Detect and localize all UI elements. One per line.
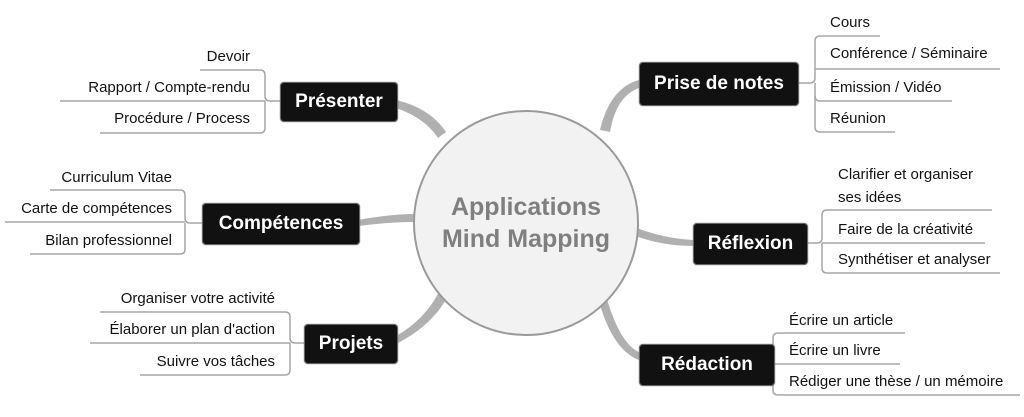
- leaf-suivre[interactable]: Suivre vos tâches: [156, 353, 275, 370]
- leaf-rapport[interactable]: Rapport / Compte-rendu: [88, 79, 250, 96]
- leaf-emission[interactable]: Émission / Vidéo: [830, 79, 942, 96]
- link-redaction: [598, 296, 639, 360]
- link-competences: [358, 214, 415, 226]
- leaf-devoir[interactable]: Devoir: [206, 48, 250, 65]
- central-topic[interactable]: Applications Mind Mapping: [413, 110, 639, 336]
- leaf-article[interactable]: Écrire un article: [789, 312, 894, 329]
- link-projets: [396, 290, 448, 344]
- link-presenter: [396, 100, 446, 138]
- link-prise-de-notes: [600, 80, 639, 132]
- node-prise-de-notes[interactable]: Prise de notes: [639, 62, 799, 106]
- leaf-these[interactable]: Rédiger une thèse / un mémoire: [789, 373, 1004, 390]
- node-competences[interactable]: Compétences: [202, 203, 360, 245]
- leaf-elaborer[interactable]: Élaborer un plan d'action: [109, 321, 275, 338]
- node-projets[interactable]: Projets: [304, 324, 398, 364]
- leaf-synthetiser[interactable]: Synthétiser et analyser: [838, 251, 991, 268]
- leaf-procedure[interactable]: Procédure / Process: [114, 110, 250, 127]
- leaf-bilan[interactable]: Bilan professionnel: [45, 232, 172, 249]
- leaf-creativite[interactable]: Faire de la créativité: [838, 221, 974, 238]
- leaf-reunion[interactable]: Réunion: [830, 110, 886, 127]
- central-topic-line1: Applications: [450, 193, 601, 221]
- leaf-organiser[interactable]: Organiser votre activité: [120, 290, 275, 307]
- node-redaction[interactable]: Rédaction: [639, 344, 775, 386]
- leaf-livre[interactable]: Écrire un livre: [789, 342, 881, 359]
- central-topic-line2: Mind Mapping: [441, 225, 611, 253]
- node-reflexion[interactable]: Réflexion: [693, 223, 808, 265]
- link-reflexion: [630, 226, 693, 246]
- leaf-clarifier-line2[interactable]: ses idées: [838, 189, 902, 206]
- leaf-conference[interactable]: Conférence / Séminaire: [830, 45, 988, 62]
- leaf-clarifier-line1[interactable]: Clarifier et organiser: [838, 166, 974, 183]
- node-presenter[interactable]: Présenter: [280, 82, 398, 122]
- leaf-cours[interactable]: Cours: [830, 14, 871, 31]
- leaf-cv[interactable]: Curriculum Vitae: [61, 169, 172, 186]
- leaf-carte-competences[interactable]: Carte de compétences: [21, 200, 172, 217]
